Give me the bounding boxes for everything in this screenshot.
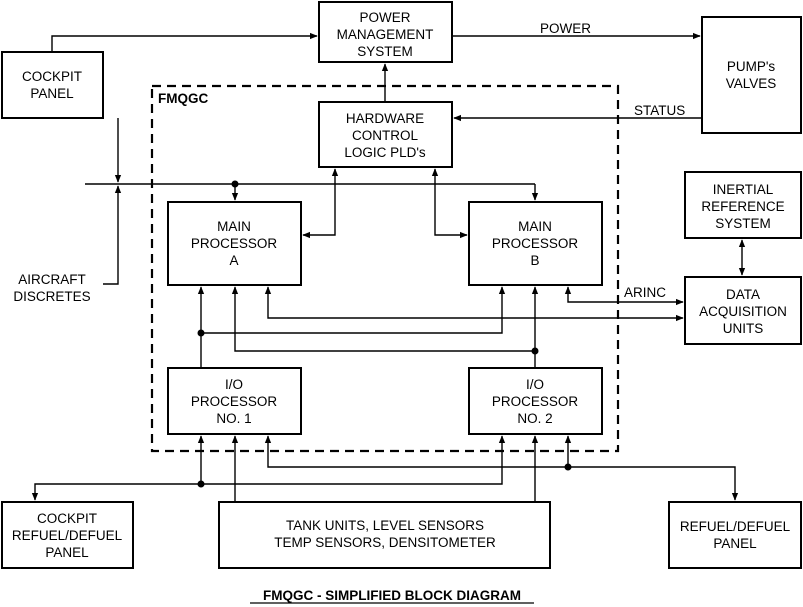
inertial-reference-line-3: SYSTEM [715,216,771,231]
junction-dot [197,329,205,337]
cockpit-refuel-line-2: REFUEL/DEFUEL [12,528,123,543]
cockpit-refuel-line-1: COCKPIT [37,511,97,526]
io-processor-2-line-3: NO. 2 [517,411,552,426]
main-processor-b-line-1: MAIN [518,219,552,234]
main-processor-b-block: MAIN PROCESSOR B [468,201,603,286]
io-processor-1-line-1: I/O [225,377,243,392]
junction-dot [564,463,572,471]
refuel-defuel-line-1: REFUEL/DEFUEL [680,519,791,534]
wire-hw-to-mpb [431,168,468,239]
io-processor-1-line-3: NO. 1 [216,411,251,426]
hardware-control-line-3: LOGIC PLD's [344,145,426,160]
cockpit-refuel-line-3: PANEL [45,545,89,560]
data-acquisition-block: DATA ACQUISITION UNITS [684,276,802,345]
refuel-defuel-block: REFUEL/DEFUEL PANEL [668,501,802,569]
hardware-control-line-1: HARDWARE [346,111,424,126]
aircraft-discretes-line-1: AIRCRAFT [18,272,86,287]
data-acquisition-line-1: DATA [726,287,760,302]
status-label: STATUS [634,103,685,118]
diagram-caption: FMQGC - SIMPLIFIED BLOCK DIAGRAM [263,588,521,603]
io-processor-2-line-1: I/O [526,377,544,392]
inertial-reference-block: INERTIAL REFERENCE SYSTEM [684,171,802,239]
pumps-valves-block: PUMP's VALVES [701,16,802,134]
inertial-reference-line-2: REFERENCE [701,199,784,214]
main-processor-a-line-1: MAIN [217,219,251,234]
tank-units-line-1: TANK UNITS, LEVEL SENSORS [286,518,484,533]
wire-cockpit-to-power [51,32,318,52]
cockpit-panel-line-2: PANEL [30,86,74,101]
main-processor-a-block: MAIN PROCESSOR A [167,201,302,286]
cockpit-panel-block: COCKPIT PANEL [1,51,104,119]
main-processor-a-line-2: PROCESSOR [191,236,278,251]
arinc-label: ARINC [624,285,666,300]
connectors [31,32,746,502]
io-processor-2-block: I/O PROCESSOR NO. 2 [468,367,603,435]
main-processor-b-line-3: B [530,253,539,268]
io-processor-2-line-2: PROCESSOR [492,394,579,409]
main-processor-a-line-3: A [229,253,238,268]
wire-io1-to-mpb [201,286,506,334]
hardware-control-line-2: CONTROL [352,128,418,143]
junction-dot [231,180,239,188]
inertial-reference-line-1: INERTIAL [713,182,774,197]
wire-hw-to-mpa [302,168,339,239]
pumps-valves-line-2: VALVES [726,76,777,91]
wire-discretes-to-bus [103,185,122,285]
pumps-valves-line-1: PUMP's [727,59,776,74]
power-management-block: POWER MANAGEMENT SYSTEM [318,1,453,63]
power-management-line-3: SYSTEM [357,44,413,59]
data-acquisition-line-3: UNITS [723,321,764,336]
wire-io1-to-refuel [264,435,739,501]
io-processor-1-line-2: PROCESSOR [191,394,278,409]
wire-io2-to-mpa [231,286,535,352]
refuel-defuel-line-2: PANEL [713,536,757,551]
junction-dot [197,480,205,488]
hardware-control-block: HARDWARE CONTROL LOGIC PLD's [318,101,453,168]
tank-units-line-2: TEMP SENSORS, DENSITOMETER [274,535,496,550]
junction-dot [531,347,539,355]
aircraft-discretes-line-2: DISCRETES [13,289,90,304]
cockpit-refuel-defuel-block: COCKPIT REFUEL/DEFUEL PANEL [1,501,134,569]
fmqgc-label: FMQGC [158,91,208,106]
wire-mpa-to-dau [264,286,684,322]
power-management-line-2: MANAGEMENT [337,27,434,42]
data-acquisition-line-2: ACQUISITION [699,304,787,319]
io-processor-1-block: I/O PROCESSOR NO. 1 [167,367,302,435]
power-management-line-1: POWER [359,10,410,25]
power-label: POWER [540,21,591,36]
cockpit-panel-line-1: COCKPIT [22,69,82,84]
tank-units-block: TANK UNITS, LEVEL SENSORS TEMP SENSORS, … [218,501,551,569]
main-processor-b-line-2: PROCESSOR [492,236,579,251]
